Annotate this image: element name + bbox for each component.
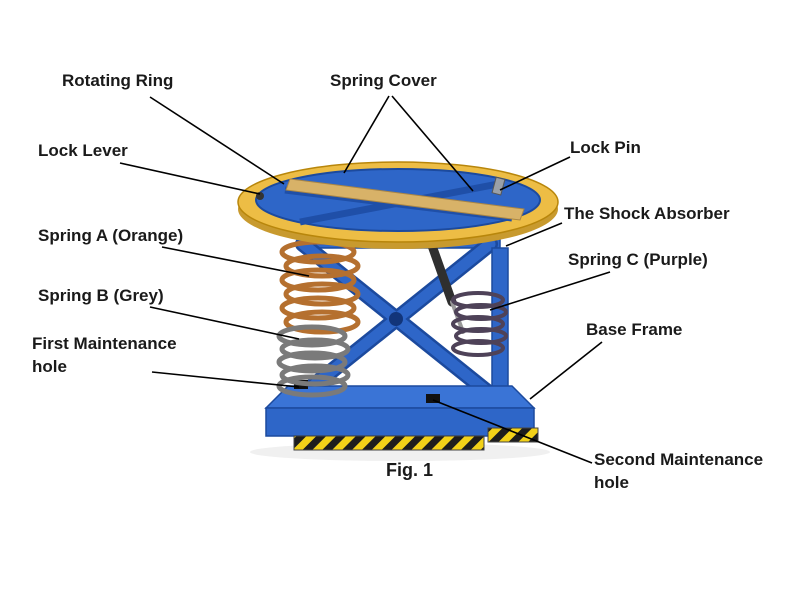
- leader-first-maintenance-hole: [151, 371, 300, 388]
- leader-spring-cover-right: [391, 95, 474, 192]
- spring-b-coil: [276, 324, 351, 398]
- leader-spring-a: [161, 246, 310, 277]
- spring-a-coil: [279, 239, 361, 335]
- label-lock-lever: Lock Lever: [38, 141, 128, 160]
- figure-caption: Fig. 1: [386, 460, 434, 480]
- hazard-strip-right: [487, 427, 539, 443]
- label-rotating-ring: Rotating Ring: [62, 71, 174, 90]
- leader-spring-c: [489, 271, 611, 311]
- spring-c-coil: [451, 291, 508, 357]
- hazard-strip: [293, 435, 485, 451]
- machine-illustration: [237, 161, 559, 451]
- lock-lever-part: [285, 178, 525, 221]
- base-frame-part: [264, 380, 539, 451]
- lock-pin-part: [491, 176, 506, 196]
- leader-base-frame: [529, 341, 603, 400]
- label-lock-pin: Lock Pin: [570, 138, 641, 157]
- leader-spring-b: [149, 306, 300, 340]
- label-spring-b: Spring B (Grey): [38, 286, 164, 305]
- leader-lock-pin: [499, 156, 571, 191]
- label-second-maintenance-hole: Second Maintenance hole: [594, 450, 764, 492]
- label-base-frame: Base Frame: [586, 320, 683, 339]
- leader-shock-absorber: [505, 222, 563, 247]
- leader-rotating-ring: [149, 96, 285, 185]
- tabletop: [237, 161, 559, 249]
- scissor-pivot: [389, 312, 403, 326]
- label-spring-cover: Spring Cover: [330, 71, 437, 90]
- label-first-maintenance-hole: First Maintenance hole: [32, 334, 177, 376]
- leader-spring-cover-left: [343, 95, 390, 174]
- label-spring-c: Spring C (Purple): [568, 250, 708, 269]
- label-shock-absorber: The Shock Absorber: [564, 204, 730, 223]
- label-spring-a: Spring A (Orange): [38, 226, 184, 245]
- leader-lines: [119, 95, 611, 464]
- leader-lock-lever: [119, 162, 261, 195]
- shock-absorber-part: [425, 235, 465, 334]
- second-maintenance-hole-part: [426, 394, 440, 403]
- leader-second-maintenance-hole: [432, 399, 593, 464]
